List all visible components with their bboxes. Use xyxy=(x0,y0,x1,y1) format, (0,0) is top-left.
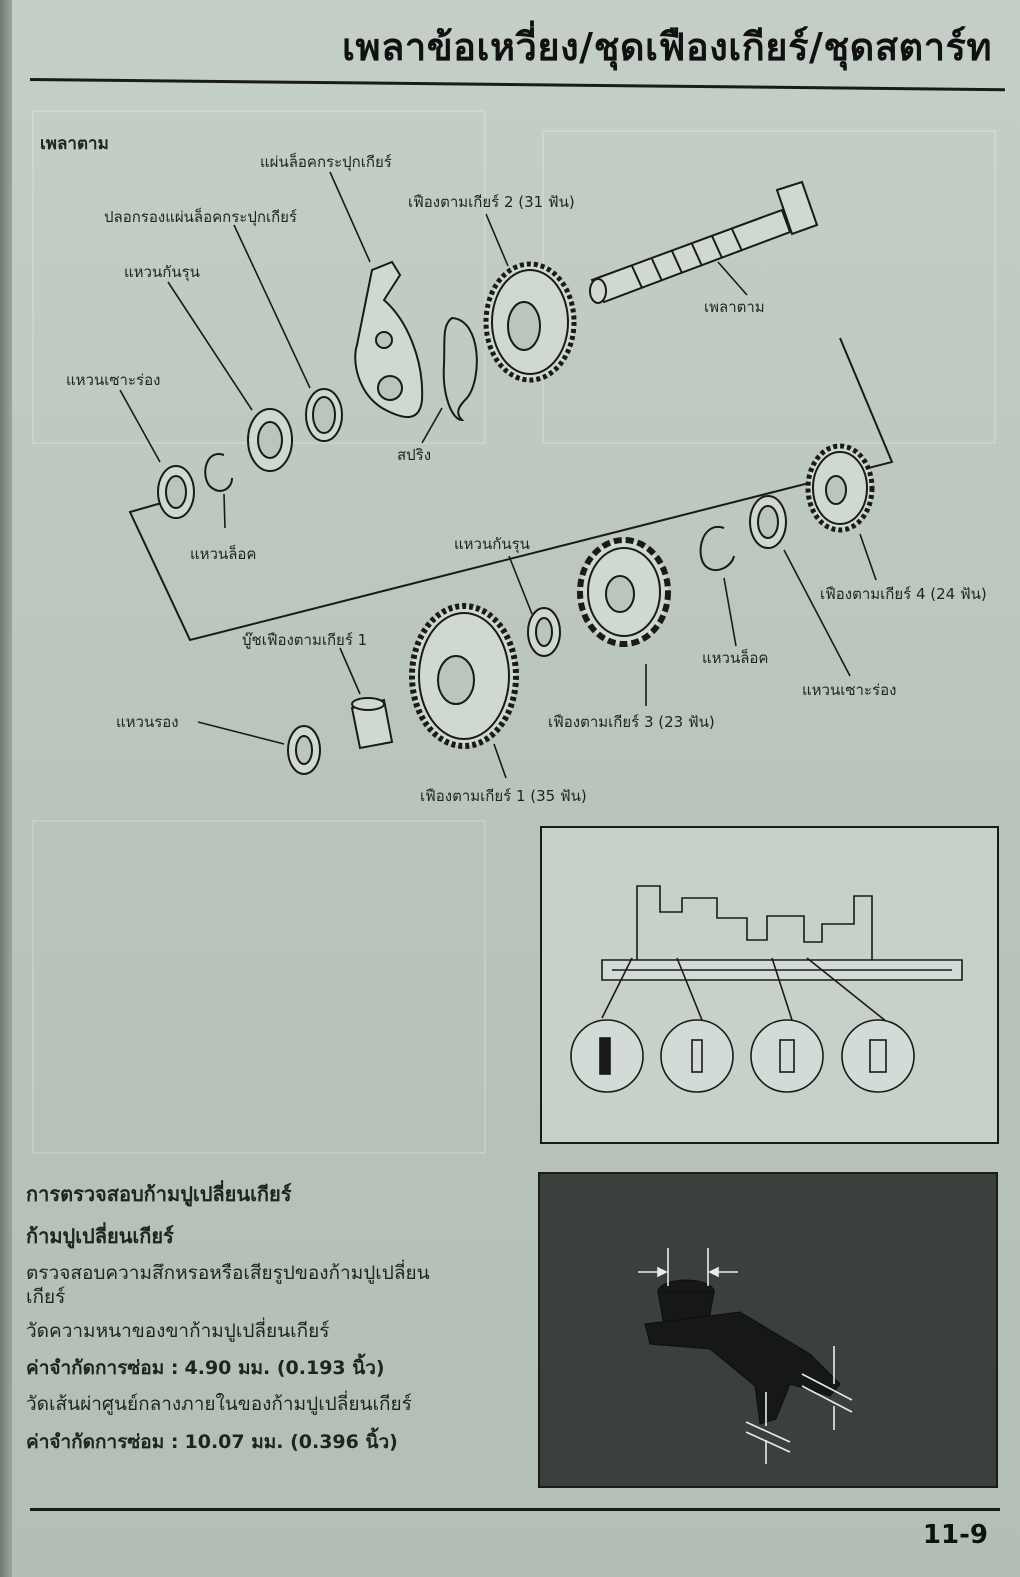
assembly-bracket xyxy=(128,337,894,642)
inspection-paragraph-thickness: วัดความหนาของขาก้ามปูเปลี่ยนเกียร์ xyxy=(26,1319,330,1342)
shift-fork-photo xyxy=(538,1172,998,1488)
label-gear2: เฟืองตามเกียร์ 2 (31 ฟัน) xyxy=(408,193,575,211)
label-splined-washer-right: แหวนเซาะร่อง xyxy=(802,681,897,699)
label-gear4: เฟืองตามเกียร์ 4 (24 ฟัน) xyxy=(820,585,987,603)
label-snap-ring-left: แหวนล็อค xyxy=(190,545,257,563)
lock-plate-collar-part xyxy=(305,388,343,442)
shift-fork-inspection-section: การตรวจสอบก้ามปูเปลี่ยนเกียร์ ก้ามปูเปลี… xyxy=(26,1178,526,1467)
label-snap-ring-right: แหวนล็อค xyxy=(702,649,769,667)
label-thrust-washer-top: แหวนกันรุน xyxy=(124,263,200,281)
service-limit-thickness-value: 4.90 มม. (0.193 นิ้ว) xyxy=(184,1357,385,1380)
show-through-box xyxy=(32,820,486,1154)
gear2-part xyxy=(483,261,577,383)
label-gear1: เฟืองตามเกียร์ 1 (35 ฟัน) xyxy=(420,787,587,805)
label-gear1-bushing: บู๊ชเฟืองตามเกียร์ 1 xyxy=(242,631,368,649)
inspection-paragraph-wear: ตรวจสอบความสึกหรอหรือเสียรูปของก้ามปูเปล… xyxy=(26,1262,526,1310)
service-limit-thickness: ค่าจำกัดการซ่อม : 4.90 มม. (0.193 นิ้ว) xyxy=(26,1353,526,1383)
service-limit-id-label: ค่าจำกัดการซ่อม : xyxy=(26,1431,179,1453)
gear1-part xyxy=(409,603,519,749)
splined-washer-left-part xyxy=(157,465,195,519)
label-thrust-washer-mid: แหวนกันรุน xyxy=(454,535,530,553)
label-lock-plate: แผ่นล็อคกระปุกเกียร์ xyxy=(260,153,392,171)
countershaft-exploded-diagram xyxy=(119,171,894,779)
label-washer: แหวนรอง xyxy=(116,713,179,731)
assembly-cross-section-figure xyxy=(540,826,999,1144)
splined-washer-right-part xyxy=(749,495,787,549)
gear3-part xyxy=(577,537,671,647)
label-lock-plate-collar: ปลอกรองแผ่นล็อคกระปุกเกียร์ xyxy=(104,208,297,226)
washer-part xyxy=(287,725,321,775)
service-limit-thickness-label: ค่าจำกัดการซ่อม : xyxy=(26,1357,179,1380)
snap-ring-right-part xyxy=(699,525,735,572)
thrust-washer-mid-part xyxy=(527,607,561,657)
page-number: 11-9 xyxy=(922,1520,988,1550)
label-spring: สปริง xyxy=(397,446,432,464)
inspection-paragraph-wear-line2: เกียร์ xyxy=(26,1285,66,1308)
cross-section-drawing xyxy=(570,885,963,1093)
inspection-paragraph-id: วัดเส้นผ่าศูนย์กลางภายในของก้ามปูเปลี่ยน… xyxy=(26,1393,412,1416)
manual-page: เพลาข้อเหวี่ยง/ชุดเฟืองเกียร์/ชุดสตาร์ท xyxy=(12,0,1020,1577)
section-label-countershaft: เพลาตาม xyxy=(40,134,109,154)
gear4-part xyxy=(805,443,875,533)
footer-divider xyxy=(30,1508,1000,1511)
book-spine-shadow xyxy=(0,0,12,1577)
inspection-heading: การตรวจสอบก้ามปูเปลี่ยนเกียร์ xyxy=(26,1182,292,1206)
page-title: เพลาข้อเหวี่ยง/ชุดเฟืองเกียร์/ชุดสตาร์ท xyxy=(342,25,992,69)
label-gear3: เฟืองตามเกียร์ 3 (23 ฟัน) xyxy=(548,713,715,731)
service-limit-id: ค่าจำกัดการซ่อม : 10.07 มม. (0.396 นิ้ว) xyxy=(26,1427,526,1457)
label-splined-washer-left: แหวนเซาะร่อง xyxy=(66,371,161,389)
shift-fork-drawing xyxy=(638,1248,853,1464)
snap-ring-left-part xyxy=(204,453,233,492)
gear1-bushing-part xyxy=(350,697,394,750)
inspection-paragraph-wear-line1: ตรวจสอบความสึกหรอหรือเสียรูปของก้ามปูเปล… xyxy=(26,1262,430,1284)
inspection-subheading: ก้ามปูเปลี่ยนเกียร์ xyxy=(26,1224,174,1248)
label-shaft: เพลาตาม xyxy=(704,298,765,316)
countershaft-part xyxy=(589,180,819,304)
thrust-washer-top-part xyxy=(247,408,293,472)
spring-part xyxy=(442,316,478,422)
service-limit-id-value: 10.07 มม. (0.396 นิ้ว) xyxy=(184,1431,398,1453)
